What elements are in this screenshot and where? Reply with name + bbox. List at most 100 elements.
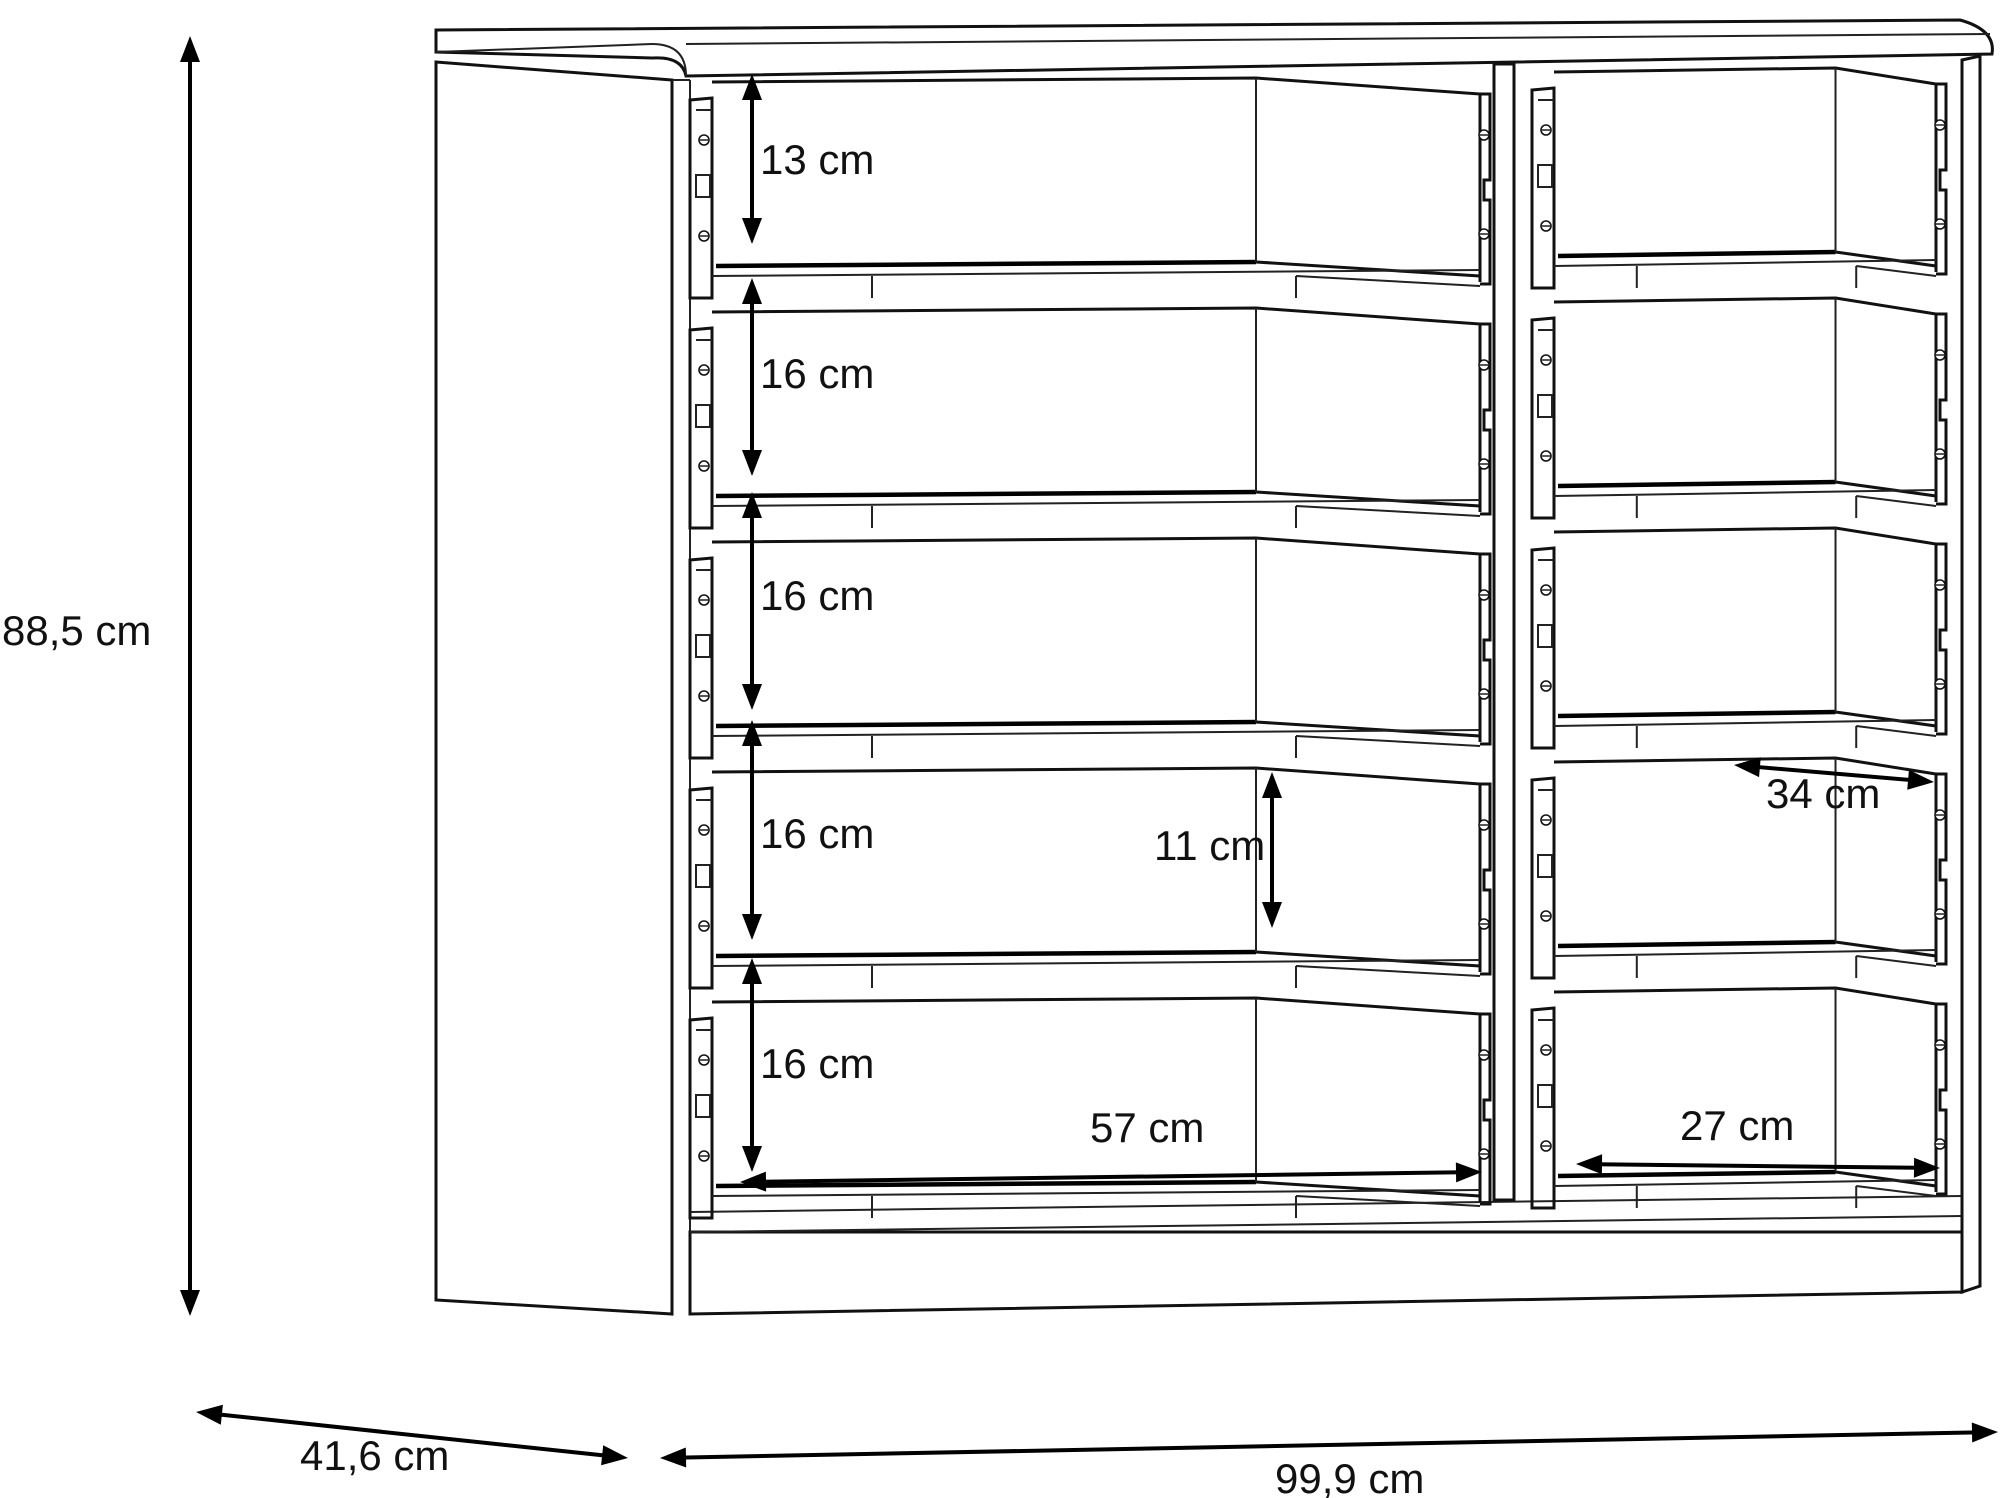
drawer-runner-back bbox=[1856, 495, 1937, 507]
dimension-arrows bbox=[180, 36, 1998, 1468]
drawer-bottom-line bbox=[715, 1179, 1257, 1189]
drawer-connector bbox=[1537, 854, 1553, 878]
arrow-head bbox=[1262, 902, 1282, 928]
right-drawer bbox=[1530, 526, 1948, 750]
drawers bbox=[688, 66, 1948, 1220]
arrow-head bbox=[742, 720, 762, 746]
drawer-front-edge bbox=[688, 96, 714, 300]
width-total-arrow bbox=[660, 1422, 1998, 1468]
arrow-head bbox=[1907, 769, 1934, 790]
drawer-runner bbox=[711, 729, 1481, 737]
drawer-runner bbox=[711, 269, 1481, 277]
drawer-connector bbox=[1537, 624, 1553, 648]
drawer-bottom-perspective bbox=[1835, 480, 1937, 498]
arrow-head bbox=[601, 1445, 628, 1466]
drawer-connector bbox=[695, 404, 711, 428]
drawer-front-edge bbox=[688, 326, 714, 530]
drawer-height-arrow bbox=[1262, 772, 1282, 928]
drawer-bottom-line bbox=[1557, 479, 1836, 489]
small-drawer-width-label: 27 cm bbox=[1680, 1102, 1794, 1149]
drawer-right-side bbox=[1480, 782, 1492, 976]
drawer-connector bbox=[695, 174, 711, 198]
drawer-bottom-line bbox=[715, 259, 1257, 269]
drawer-front-edge bbox=[688, 1016, 714, 1220]
left-drawer bbox=[688, 76, 1492, 300]
drawer-bottom-line bbox=[1557, 709, 1836, 719]
arrow-shaft bbox=[1595, 1162, 1921, 1170]
drawer-back-panel bbox=[711, 306, 1482, 512]
arrow-head bbox=[180, 36, 200, 62]
gap-3-label: 16 cm bbox=[760, 572, 874, 619]
drawer-bottom-perspective bbox=[1835, 250, 1937, 268]
plinth bbox=[688, 1230, 1964, 1316]
drawer-right-side bbox=[1936, 1002, 1948, 1196]
drawer-bottom-line bbox=[1557, 939, 1836, 949]
drawer-connector bbox=[695, 1094, 711, 1118]
arrow-head bbox=[742, 958, 762, 984]
right-drawer bbox=[1530, 66, 1948, 290]
gap-2-arrow bbox=[742, 278, 762, 476]
drawer-front-edge bbox=[688, 556, 714, 760]
drawer-back-panel bbox=[1553, 986, 1938, 1192]
drawer-back-panel bbox=[1553, 756, 1938, 962]
drawer-bottom-line bbox=[1557, 1169, 1836, 1179]
drawer-bottom-line bbox=[715, 489, 1257, 499]
depth-total-arrow bbox=[196, 1404, 628, 1466]
gap-2-label: 16 cm bbox=[760, 350, 874, 397]
drawer-front-edge bbox=[688, 786, 714, 990]
drawer-right-side bbox=[1480, 552, 1492, 746]
arrow-head bbox=[1455, 1162, 1482, 1183]
drawer-bottom-line bbox=[715, 949, 1257, 959]
arrow-head bbox=[180, 1290, 200, 1316]
drawer-runner bbox=[1553, 1179, 1937, 1187]
left-drawer bbox=[688, 766, 1492, 990]
right-drawer bbox=[1530, 296, 1948, 520]
drawer-connector bbox=[695, 864, 711, 888]
drawer-right-side bbox=[1936, 772, 1948, 966]
drawer-bottom-line bbox=[715, 719, 1257, 729]
arrow-head bbox=[742, 450, 762, 476]
arrow-shaft bbox=[679, 1430, 1979, 1460]
height-total-arrow bbox=[180, 36, 200, 1316]
drawer-connector bbox=[1537, 394, 1553, 418]
arrow-shaft bbox=[1753, 764, 1915, 783]
arrow-head bbox=[1576, 1154, 1603, 1175]
left-drawer bbox=[688, 996, 1492, 1220]
drawer-bottom-perspective bbox=[1255, 950, 1481, 968]
drawer-bottom-perspective bbox=[1255, 260, 1481, 278]
left-drawer bbox=[688, 306, 1492, 530]
arrow-head bbox=[742, 492, 762, 518]
drawer-back-panel bbox=[1553, 526, 1938, 732]
drawer-height-label: 11 cm bbox=[1154, 822, 1265, 869]
drawer-runner-back bbox=[1295, 965, 1481, 977]
drawer-bottom-perspective bbox=[1255, 490, 1481, 508]
gap-4-arrow bbox=[742, 720, 762, 940]
right-drawer bbox=[1530, 986, 1948, 1210]
drawer-bottom-perspective bbox=[1835, 1170, 1937, 1188]
drawer-back-panel bbox=[711, 766, 1482, 972]
depth-total-label: 41,6 cm bbox=[300, 1432, 449, 1479]
right-side-panel bbox=[1960, 54, 1982, 1295]
gap-top-label: 13 cm bbox=[760, 136, 874, 183]
drawer-runner bbox=[1553, 719, 1937, 727]
large-drawer-width-arrow bbox=[740, 1162, 1482, 1192]
drawer-back-panel bbox=[1553, 66, 1938, 272]
drawer-right-side bbox=[1480, 1012, 1492, 1206]
arrow-head bbox=[1913, 1157, 1940, 1178]
center-divider bbox=[1492, 62, 1516, 1202]
gap-5-label: 16 cm bbox=[760, 1040, 874, 1087]
drawer-right-side bbox=[1936, 542, 1948, 736]
drawer-back-panel bbox=[711, 536, 1482, 742]
gap-top-arrow bbox=[742, 74, 762, 244]
drawer-connector bbox=[695, 634, 711, 658]
width-total-label: 99,9 cm bbox=[1275, 1455, 1424, 1498]
drawer-front-edge bbox=[1530, 316, 1556, 520]
drawer-front-edge bbox=[1530, 546, 1556, 750]
drawer-bottom-perspective bbox=[1255, 1180, 1481, 1198]
arrow-head bbox=[742, 1146, 762, 1172]
drawer-bottom-line bbox=[1557, 249, 1836, 259]
gap-3-arrow bbox=[742, 492, 762, 710]
drawer-runner bbox=[711, 499, 1481, 507]
small-drawer-depth-arrow bbox=[1734, 757, 1934, 790]
